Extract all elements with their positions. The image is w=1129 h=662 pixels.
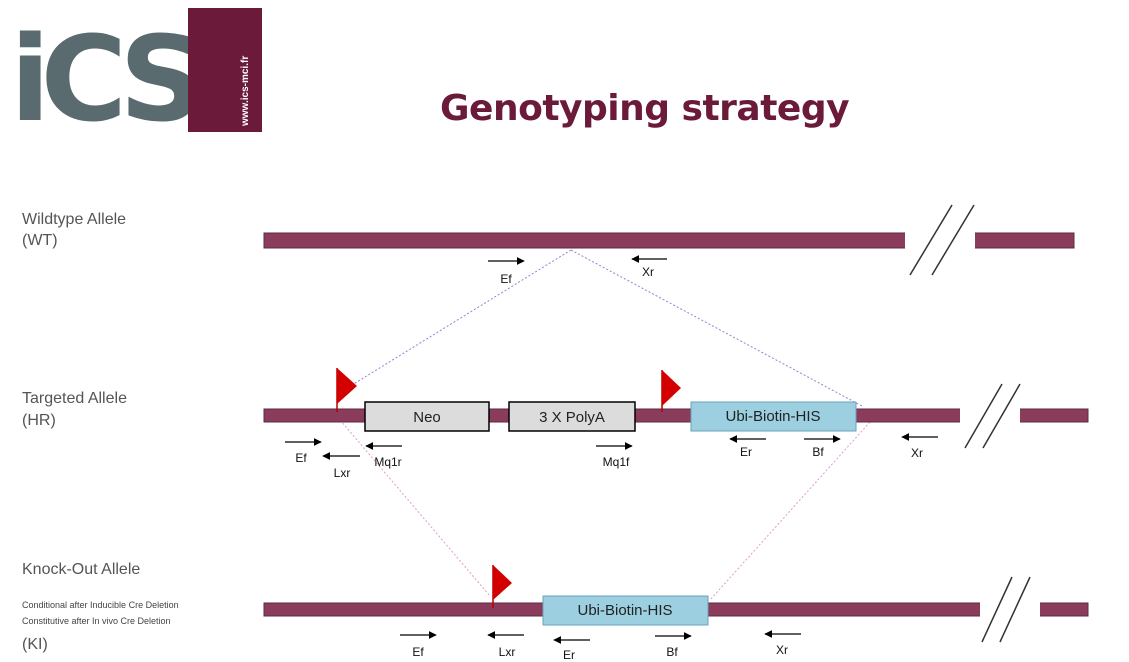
ki-ef-label: Ef xyxy=(412,645,424,659)
hr-break-mark xyxy=(960,383,1021,449)
hr-ef-label: Ef xyxy=(295,451,307,465)
ki-bf-label: Bf xyxy=(666,645,678,659)
hr-ubi-label: Ubi-Biotin-HIS xyxy=(725,408,820,425)
ki-break-mark xyxy=(980,576,1040,643)
hr-mq1f-label: Mq1f xyxy=(603,455,630,469)
loxp-flag-1 xyxy=(336,368,357,412)
polya-box xyxy=(508,401,636,432)
logo-lettering: iCS xyxy=(10,10,196,132)
loxp-flag-ki xyxy=(492,565,512,608)
hr-ki-guide-lines xyxy=(339,419,871,601)
neo-label: Neo xyxy=(413,409,441,426)
ki-ubi-label: Ubi-Biotin-HIS xyxy=(577,602,672,619)
wt-allele-name: Wildtype Allele xyxy=(22,211,127,228)
hr-allele-abbr: (HR) xyxy=(22,412,56,429)
hr-er-label: Er xyxy=(740,445,752,459)
wt-allele-abbr: (WT) xyxy=(22,232,58,249)
wt-strand xyxy=(263,232,1075,249)
hr-ubi-box xyxy=(690,401,857,432)
wt-ef-label: Ef xyxy=(500,272,512,286)
ki-allele-note-constitutive: Constitutive after In vivo Cre Deletion xyxy=(22,616,171,626)
hr-xr-label: Xr xyxy=(911,446,923,460)
ki-allele-abbr: (KI) xyxy=(22,636,48,653)
ki-er-label: Er xyxy=(563,648,575,662)
page-title: Genotyping strategy xyxy=(440,88,850,129)
wt-break-mark xyxy=(905,204,975,276)
hr-bf-label: Bf xyxy=(812,445,824,459)
ics-logo: iCS www.ics-mci.fr xyxy=(8,8,262,132)
polya-label: 3 X PolyA xyxy=(539,409,605,426)
ki-ubi-box xyxy=(542,595,709,626)
hr-lxr-label: Lxr xyxy=(334,466,351,480)
logo-url-band xyxy=(188,8,262,132)
logo-url-text: www.ics-mci.fr xyxy=(240,56,251,127)
hr-allele-name: Targeted Allele xyxy=(22,390,127,407)
wt-hr-guide-lines xyxy=(351,249,863,407)
hr-mq1r-label: Mq1r xyxy=(374,455,401,469)
ki-lxr-label: Lxr xyxy=(499,645,516,659)
ki-allele-note-conditional: Conditional after Inducible Cre Deletion xyxy=(22,600,179,610)
ki-xr-label: Xr xyxy=(776,643,788,657)
loxp-flag-2 xyxy=(661,370,681,412)
neo-box xyxy=(364,401,490,432)
ki-allele-name: Knock-Out Allele xyxy=(22,561,141,578)
wt-xr-label: Xr xyxy=(642,265,654,279)
